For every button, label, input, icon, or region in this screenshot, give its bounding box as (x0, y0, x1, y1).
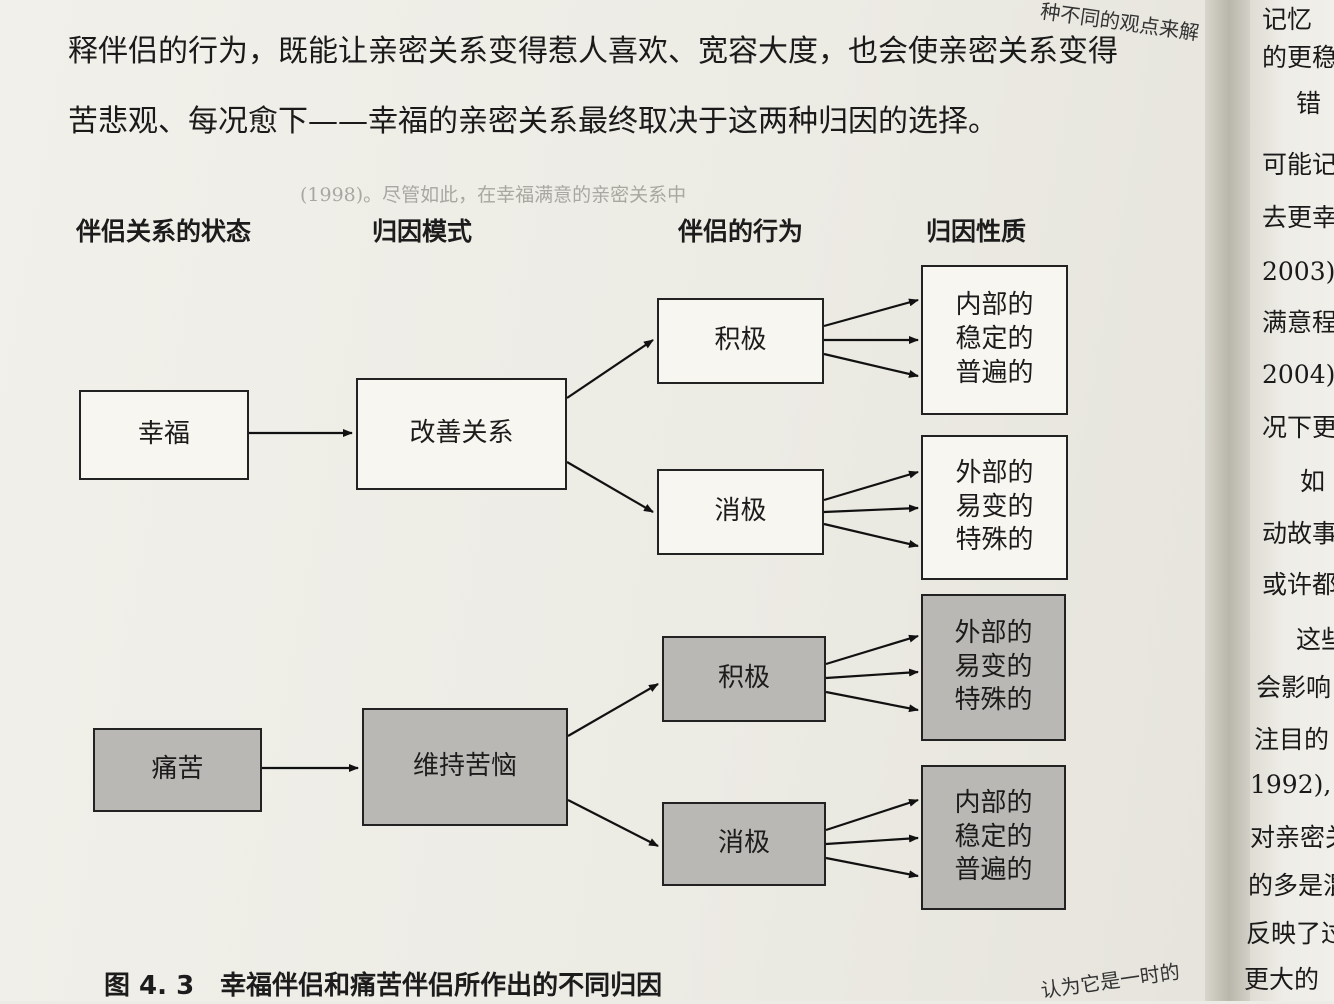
bleed-through-text: (1998)。尽管如此，在幸福满意的亲密关系中 (300, 184, 687, 206)
right-page-line: 错 (1296, 89, 1322, 118)
arrow-dpos-to-unstable (825, 668, 919, 680)
box-behavior-happy-negative: 消极 (657, 469, 824, 555)
right-page-line: 去更幸 (1262, 203, 1334, 232)
nature-internal: 内部的 (954, 787, 1033, 818)
box-behavior-distressed-positive: 积极 (662, 636, 826, 722)
header-relationship-state: 伴侣关系的状态 (76, 217, 252, 246)
right-page-line: 2003)。 (1262, 257, 1334, 286)
right-page-line: 这些 (1296, 625, 1334, 654)
right-page-line: 可能记 (1262, 150, 1334, 179)
right-page-line: 动故事 (1262, 519, 1334, 548)
right-page-line: 更大的 (1244, 965, 1320, 994)
nature-unstable: 易变的 (954, 651, 1033, 682)
book-page-right (1250, 0, 1334, 1001)
figure-number: 图 4. 3 (104, 971, 195, 1001)
nature-specific: 特殊的 (954, 685, 1033, 716)
header-attribution-pattern: 归因模式 (372, 217, 473, 246)
nature-internal: 内部的 (955, 290, 1034, 321)
nature-external: 外部的 (955, 457, 1034, 488)
box-behavior-distressed-negative-label: 消极 (717, 828, 770, 859)
paragraph-line-2: 苦悲观、每况愈下——幸福的亲密关系最终取决于这两种归因的选择。 (68, 104, 998, 139)
arrow-improve-to-negative (566, 461, 654, 513)
box-behavior-distressed-positive-label: 积极 (717, 663, 770, 694)
right-page-line: 的更稳 (1262, 43, 1334, 72)
arrow-maintain-to-positive (567, 683, 659, 737)
box-pattern-maintain: 维持苦恼 (362, 708, 568, 826)
right-page-line: 2004)。 (1262, 360, 1334, 389)
right-page-line: 1992), (1250, 770, 1332, 799)
nature-stable: 稳定的 (954, 821, 1033, 852)
box-nature-distressed-negative: 内部的 稳定的 普遍的 (921, 765, 1066, 910)
box-state-distressed: 痛苦 (93, 728, 262, 812)
arrow-neg-to-specific (823, 522, 919, 548)
nature-specific: 特殊的 (955, 525, 1034, 556)
nature-global: 普遍的 (954, 855, 1033, 886)
right-page-line: 满意程 (1262, 308, 1334, 337)
box-state-distressed-label: 痛苦 (151, 754, 204, 785)
box-behavior-distressed-negative: 消极 (662, 802, 826, 886)
box-nature-happy-positive: 内部的 稳定的 普遍的 (921, 265, 1068, 415)
arrow-pos-to-global (823, 352, 919, 378)
nature-stable: 稳定的 (955, 324, 1034, 355)
nature-unstable: 易变的 (955, 491, 1034, 522)
box-nature-happy-negative: 外部的 易变的 特殊的 (921, 435, 1068, 580)
right-page-line: 反映了过 (1246, 919, 1334, 948)
right-page-line: 如 (1300, 467, 1326, 496)
arrow-maintain-to-negative (567, 799, 659, 847)
box-behavior-happy-negative-label: 消极 (714, 496, 767, 527)
right-page-line: 对亲密关 (1250, 823, 1334, 852)
arrow-dneg-to-internal (825, 798, 919, 832)
box-nature-distressed-positive: 外部的 易变的 特殊的 (921, 594, 1066, 741)
paragraph-line-1: 释伴侣的行为，既能让亲密关系变得惹人喜欢、宽容大度，也会使亲密关系变得 (68, 34, 1118, 69)
box-state-happy-label: 幸福 (137, 419, 190, 450)
nature-global: 普遍的 (955, 357, 1034, 388)
header-partner-behavior: 伴侣的行为 (678, 217, 804, 246)
right-page-line: 或许都 (1262, 570, 1334, 599)
box-state-happy: 幸福 (79, 390, 249, 480)
figure-caption: 图 4. 3 幸福伴侣和痛苦伴侣所作出的不同归因 (104, 965, 662, 1002)
box-behavior-happy-positive: 积极 (657, 298, 824, 384)
box-pattern-improve: 改善关系 (356, 378, 567, 490)
arrow-pos-to-internal (823, 298, 919, 328)
right-page-line: 记忆 (1262, 5, 1313, 34)
box-pattern-maintain-label: 维持苦恼 (412, 751, 517, 782)
figure-title: 幸福伴侣和痛苦伴侣所作出的不同归因 (220, 971, 663, 1001)
arrow-dpos-to-external (825, 634, 919, 666)
nature-external: 外部的 (954, 617, 1033, 648)
right-page-line: 注目的 (1254, 725, 1330, 754)
box-behavior-happy-positive-label: 积极 (714, 325, 767, 356)
arrow-dneg-to-global (825, 856, 919, 879)
right-page-line: 会影响 (1256, 673, 1332, 702)
right-page-line: 的多是混 (1248, 871, 1334, 900)
arrow-neg-to-unstable (823, 504, 919, 514)
arrow-dpos-to-specific (825, 690, 919, 713)
right-page-line: 况下更 (1262, 413, 1334, 442)
arrow-improve-to-positive (566, 339, 654, 399)
box-pattern-improve-label: 改善关系 (409, 418, 514, 449)
arrow-dneg-to-stable (825, 834, 919, 846)
header-attribution-nature: 归因性质 (926, 217, 1027, 246)
arrow-neg-to-external (823, 470, 919, 502)
